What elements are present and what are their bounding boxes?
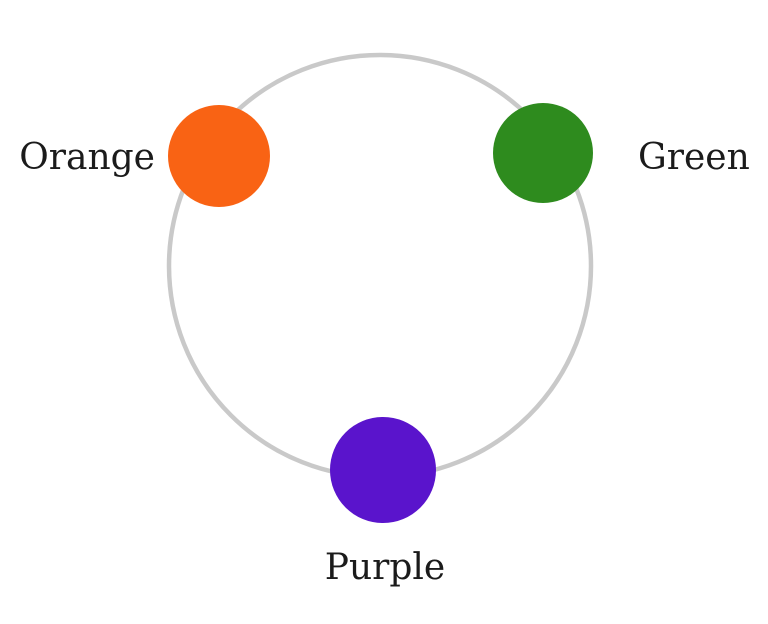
purple-node [330, 417, 436, 523]
purple-label: Purple [325, 547, 445, 588]
green-label: Green [638, 137, 750, 178]
orange-node [168, 105, 270, 207]
orange-label: Orange [19, 137, 155, 178]
green-node [493, 103, 593, 203]
